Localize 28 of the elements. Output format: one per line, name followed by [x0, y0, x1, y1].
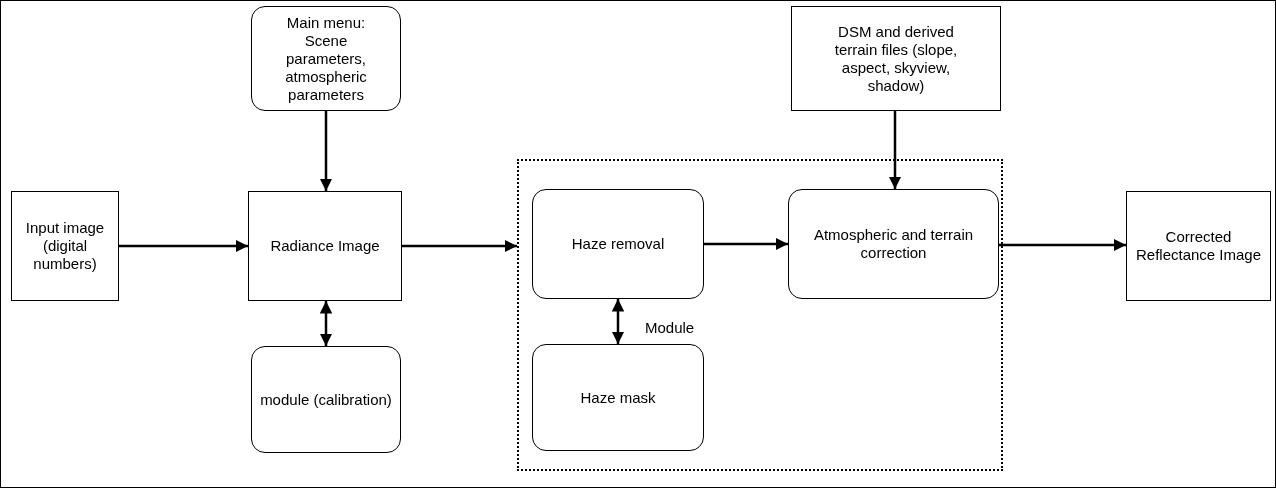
arrow: [999, 238, 1126, 252]
arrow: [319, 111, 333, 191]
arrow: [319, 301, 333, 346]
process-box: [248, 191, 402, 301]
process-box: [791, 6, 1001, 111]
box-label: Haze removal: [571, 235, 665, 253]
arrow: [402, 239, 517, 253]
box-label: module (calibration): [260, 390, 392, 409]
box-label: Radiance Image: [270, 237, 380, 255]
process-box: [11, 191, 119, 301]
process-box: [532, 344, 704, 451]
box-label: Main menu: Scene parameters, atmospheric parameters: [284, 13, 368, 104]
process-box: [788, 189, 999, 299]
process-box: [1126, 191, 1271, 301]
box-label: DSM and derived terrain files (slope, aspect, skyview, shadow): [833, 22, 959, 95]
arrow: [119, 239, 248, 253]
module-label: Module: [645, 319, 695, 336]
arrow: [888, 111, 902, 189]
box-label: Haze mask: [580, 388, 656, 407]
arrow: [611, 299, 625, 344]
box-label: Atmospheric and terrain correction: [812, 226, 975, 262]
process-box: [251, 346, 401, 453]
process-box: [532, 189, 704, 299]
arrow: [704, 237, 788, 251]
process-box: [251, 6, 401, 111]
box-label: Corrected Reflectance Image: [1135, 228, 1262, 264]
box-label: Input image (digital numbers): [24, 219, 106, 273]
module-boundary: [517, 159, 1003, 471]
